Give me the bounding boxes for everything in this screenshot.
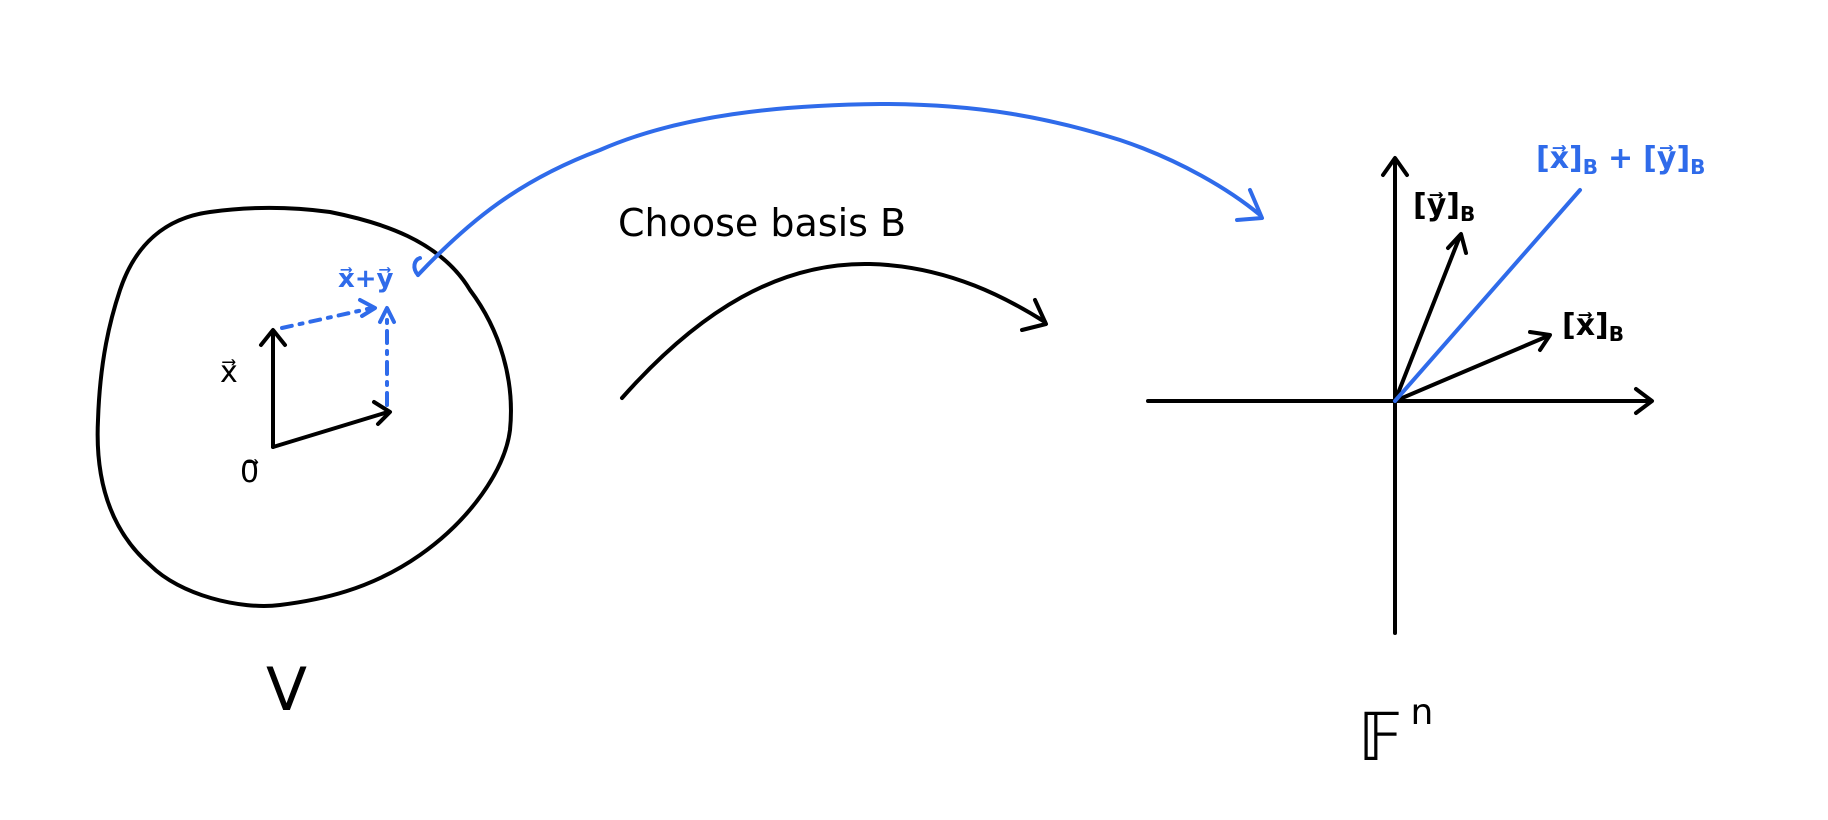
origin-label: 0⃗ bbox=[240, 455, 259, 490]
coord-x-vector-head bbox=[1528, 330, 1552, 352]
coord-sum-label-a: [x⃗] bbox=[1536, 141, 1583, 176]
coord-y-label-sub: B bbox=[1460, 202, 1475, 226]
coord-sum-label: [x⃗]B+[y⃗]B bbox=[1536, 141, 1705, 179]
map-caption: Choose basis B bbox=[618, 201, 906, 245]
space-v-blob bbox=[95, 205, 513, 608]
coord-y-vector bbox=[1393, 234, 1462, 403]
blue-swoop-arrowhead bbox=[1235, 188, 1264, 222]
coord-x-label: [x⃗]B bbox=[1562, 308, 1624, 346]
coord-sum-sub-a: B bbox=[1583, 155, 1598, 179]
coord-x-label-sub: B bbox=[1609, 322, 1624, 346]
coord-y-label: [y⃗]B bbox=[1413, 188, 1475, 226]
vector-x-label: x⃗ bbox=[220, 355, 238, 390]
coord-x-vector bbox=[1393, 334, 1550, 403]
coord-sum-label-b: [y⃗] bbox=[1643, 141, 1690, 176]
coord-x-label-main: [x⃗] bbox=[1562, 308, 1609, 343]
coord-sum-sub-b: B bbox=[1690, 155, 1705, 179]
axis-horizontal-head bbox=[1634, 387, 1654, 415]
map-arrow-head bbox=[1020, 298, 1048, 332]
vector-x-arrowhead bbox=[259, 328, 287, 347]
space-v-label: V bbox=[266, 655, 307, 725]
coord-y-label-main: [y⃗] bbox=[1413, 188, 1460, 223]
blue-swoop-tail bbox=[412, 256, 422, 277]
coord-sum-line bbox=[1393, 188, 1582, 403]
field-symbol: 𝔽 bbox=[1358, 699, 1402, 776]
blue-swoop-arrow bbox=[416, 102, 1262, 277]
field-exponent: n bbox=[1410, 692, 1433, 733]
sum-dashed-right-head bbox=[378, 306, 396, 324]
sum-dashed-top-head bbox=[358, 298, 377, 318]
map-arrow-curve bbox=[620, 261, 1047, 400]
vector-y-arrow bbox=[271, 410, 390, 449]
coord-y-vector-head bbox=[1446, 232, 1468, 255]
sum-dashed-top bbox=[280, 306, 374, 330]
coord-sum-plus: + bbox=[1608, 141, 1633, 176]
vector-y-arrowhead bbox=[372, 400, 392, 426]
sum-label: x⃗+y⃗ bbox=[338, 264, 394, 294]
axis-vertical-head bbox=[1381, 156, 1409, 177]
